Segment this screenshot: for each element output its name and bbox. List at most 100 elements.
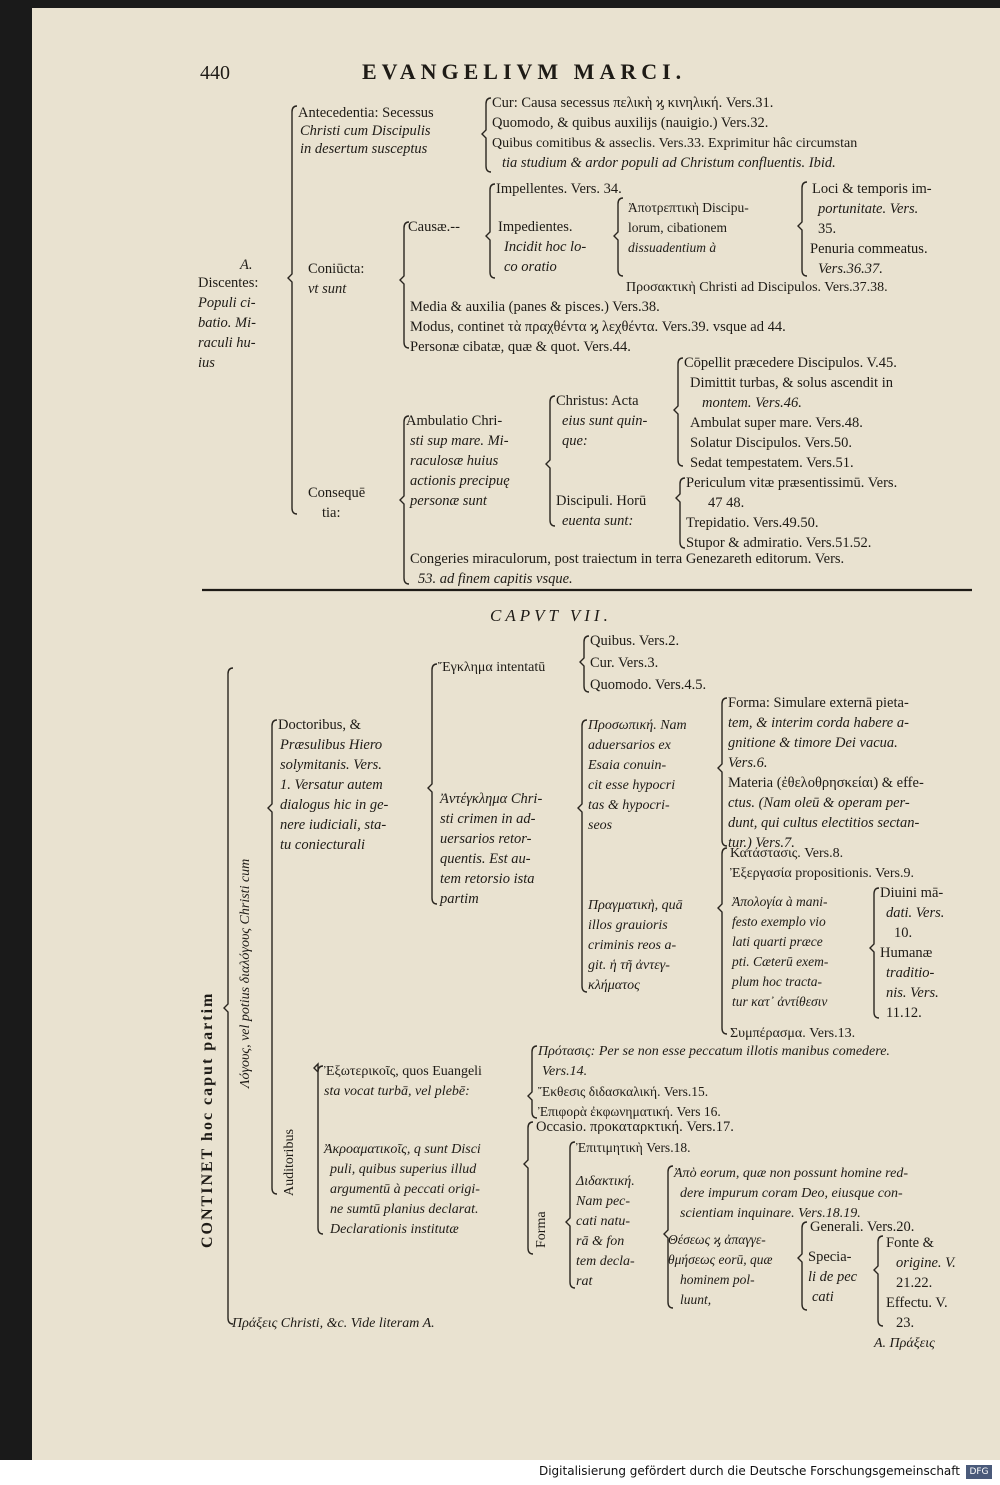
impedientes-3: co oratio [504,259,557,275]
footer-bar: Digitalisierung gefördert durch die Deut… [0,1460,1000,1485]
apologia-1: Ἀπολογία à mani- [732,894,828,909]
epiphora: Ἐπιφορὰ ἐκφωνηματική. Vers 16. [538,1104,721,1119]
consequentia-2: tia: [322,505,341,521]
fonte-3: 21.22. [896,1275,933,1291]
generali: Generali. Vers.20. [810,1219,915,1235]
continet-vertical: CONTINET hoc caput partim [199,991,216,1248]
loci-3: 35. [818,221,837,237]
running-title: EVANGELIVM MARCI. [362,59,687,84]
brace-7 [545,395,556,527]
impedientes-2: Incidit hoc lo- [504,239,587,255]
penuria-2: Vers.36.37. [818,261,883,277]
a-label: A. [240,257,253,273]
doctoribus-7: tu coniecturali [280,837,365,853]
theseos-3: hominem pol- [680,1272,755,1287]
doctoribus-1: Doctoribus, & [278,717,361,733]
humanae-1: Humanæ [880,945,933,961]
apo-2: dere impurum coram Deo, eiusque con- [680,1186,903,1201]
pragmatike-5: κλήματος [588,978,640,993]
materia-3: dunt, qui cultus electitios sectan- [728,815,920,831]
humanae-3: nis. Vers. [886,985,939,1001]
apologia-6: tur κατ᾽ ἀντίθεσιν [732,994,828,1009]
book-page: 440 EVANGELIVM MARCI. A. Discentes: Popu… [32,8,1000,1460]
page-number: 440 [200,62,230,84]
didaktike-4: rā & fon [576,1234,625,1249]
antenklema-1: Ἀντέγκλημα Chri- [440,791,543,807]
congeries-2: 53. ad finem capitis vsque. [418,571,573,587]
occasio: Occasio. προκαταρκτική. Vers.17. [536,1119,734,1135]
didaktike-6: rat [576,1274,593,1289]
theseos-4: luunt, [680,1292,712,1307]
loci-1: Loci & temporis im- [812,181,932,197]
brace-3 [485,183,496,279]
periculum-1: Periculum vitæ præsentissimū. Vers. [686,475,898,491]
quibus-line-2: tia studium & ardor populi ad Christum c… [502,155,836,171]
fonte-2: origine. V. [896,1255,956,1271]
exergasia: Ἐξεργασία propositionis. Vers.9. [730,866,914,881]
chapter-title: CAPVT VII. [490,606,612,625]
symperasma: Συμπέρασμα. Vers.13. [730,1026,856,1041]
antenklema-5: tem retorsio ista [440,871,535,887]
trepidatio: Trepidatio. Vers.49.50. [686,515,819,531]
apologia-2: festo exemplo vio [732,914,826,929]
doctoribus-2: Præsulibus Hiero [280,737,383,753]
bracket-lines [202,97,972,1327]
materia-2: ctus. (Nam oleū & operam per- [728,795,910,811]
humanae-4: 11.12. [886,1005,922,1021]
brace-1 [481,97,492,173]
apologia-5: plum hoc tracta- [732,974,822,989]
solatur: Solatur Discipulos. Vers.50. [690,435,853,451]
apotrep-1: Ἀποτρεπτικὴ Discipu- [628,200,749,215]
consequentia-1: Consequē [308,485,366,501]
dfg-logo: DFG [966,1465,992,1479]
compellit: Cōpellit præcedere Discipulos. V.45. [684,355,897,371]
enklema: Ἔγκλημα intentatū [438,660,546,675]
brace-17 [869,887,880,1019]
christus-1: Christus: Acta [556,393,639,409]
brace-14 [577,719,588,993]
akroamatikois-2: puli, quibus superius illud [330,1162,477,1177]
brace-18 [313,1062,324,1235]
coniuncta-2: vt sunt [308,281,347,297]
diuini-1: Diuini mā- [880,885,944,901]
effectu-2: 23. [896,1315,915,1331]
effectu-1: Effectu. V. [886,1295,948,1311]
antecedentia-1: Antecedentia: Secessus [298,105,434,121]
apo-3: scientiam inquinare. Vers.18.19. [680,1206,861,1221]
brace-13 [579,635,590,693]
speciali-1: Specia- [808,1249,852,1265]
loci-2: portunitate. Vers. [818,201,919,217]
praxeis-line: Πράξεις Christi, &c. Vide literam A. [232,1316,435,1331]
logous-vertical: Λόγους, vel potius διαλόγους Christi cum [238,858,253,1088]
brace-12 [427,663,438,905]
prosopike-3: Esaia conuin- [588,758,667,773]
quomodo-line: Quomodo, & quibus auxilijs (nauigio.) Ve… [492,115,769,131]
pragmatike-3: criminis reos a- [588,938,677,953]
brace-9 [675,477,686,549]
prosopike-1: Προσωπική. Nam [588,718,687,733]
exoterikois-1: Ἐξωτερικοῖς, quos Euangeli [324,1064,482,1079]
forma-1: Forma: Simulare externā pieta- [728,695,909,711]
ambulatio-2: sti sup mare. Mi- [410,433,509,449]
congeries-1: Congeries miraculorum, post traiectum in… [410,551,845,567]
apologia-3: lati quarti præce [732,934,823,949]
christus-2: eius sunt quin- [562,413,648,429]
diuini-3: 10. [894,925,913,941]
exoterikois-2: sta vocat turbā, vel plebē: [324,1084,470,1099]
prosopike-4: cit esse hypocri [588,778,676,793]
pragmatike-4: git. ἡ τῆ ἀντεγ- [588,958,670,973]
quibus: Quibus. Vers.2. [590,633,680,649]
antecedentia-3: in desertum susceptus [300,141,428,157]
antenklema-4: quentis. Est au- [440,851,531,867]
quomodo: Quomodo. Vers.4.5. [590,677,707,693]
forma-4: Vers.6. [728,755,768,771]
brace-0 [287,105,298,515]
cur-line: Cur: Causa secessus πελικὴ ϗ κινηλική. V… [492,95,774,111]
quibus-line-1: Quibus comitibus & asseclis. Vers.33. Ex… [492,136,858,151]
diuini-2: dati. Vers. [886,905,945,921]
prosopike-6: seos [588,818,613,833]
discentes-line-2: Populi ci- [198,295,256,311]
didaktike-1: Διδακτική. [576,1174,635,1189]
protasis-1: Πρότασις: Per se non esse peccatum illot… [538,1044,890,1059]
brace-11 [267,719,278,1195]
